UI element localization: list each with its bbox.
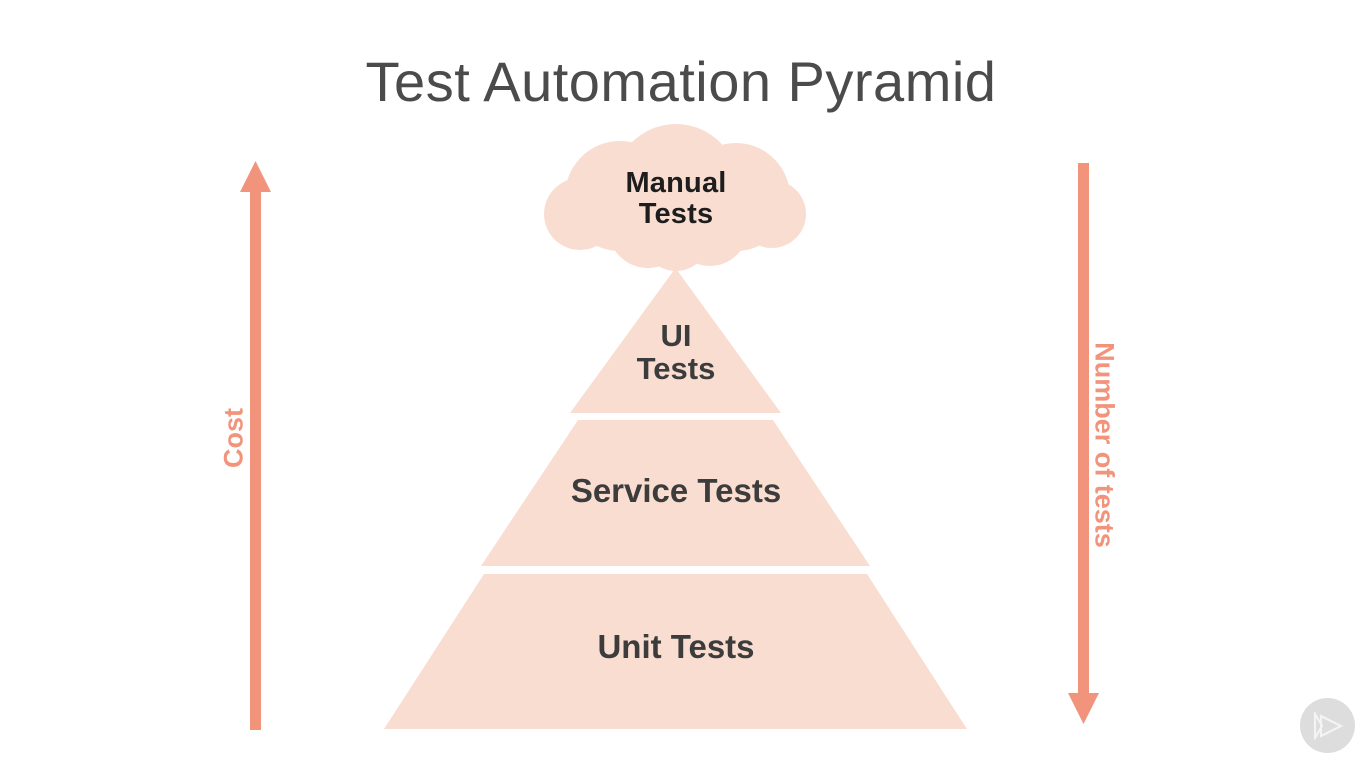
cost-axis-arrow [240,161,271,730]
unit-tests-tier [384,574,967,729]
play-logo-glyph [1313,712,1343,740]
cost-axis-label: Cost [218,408,249,468]
cost-axis-label-wrap: Cost [218,398,249,478]
number-of-tests-axis-arrow [1068,163,1099,724]
number-of-tests-axis-label-wrap: Number of tests [1089,325,1120,565]
ui-tests-tier [570,268,781,413]
play-logo-icon [1300,698,1355,753]
page-title: Test Automation Pyramid [365,50,997,113]
number-of-tests-axis-label: Number of tests [1089,342,1120,548]
manual-tests-cloud [544,124,806,271]
service-tests-tier [481,420,870,566]
